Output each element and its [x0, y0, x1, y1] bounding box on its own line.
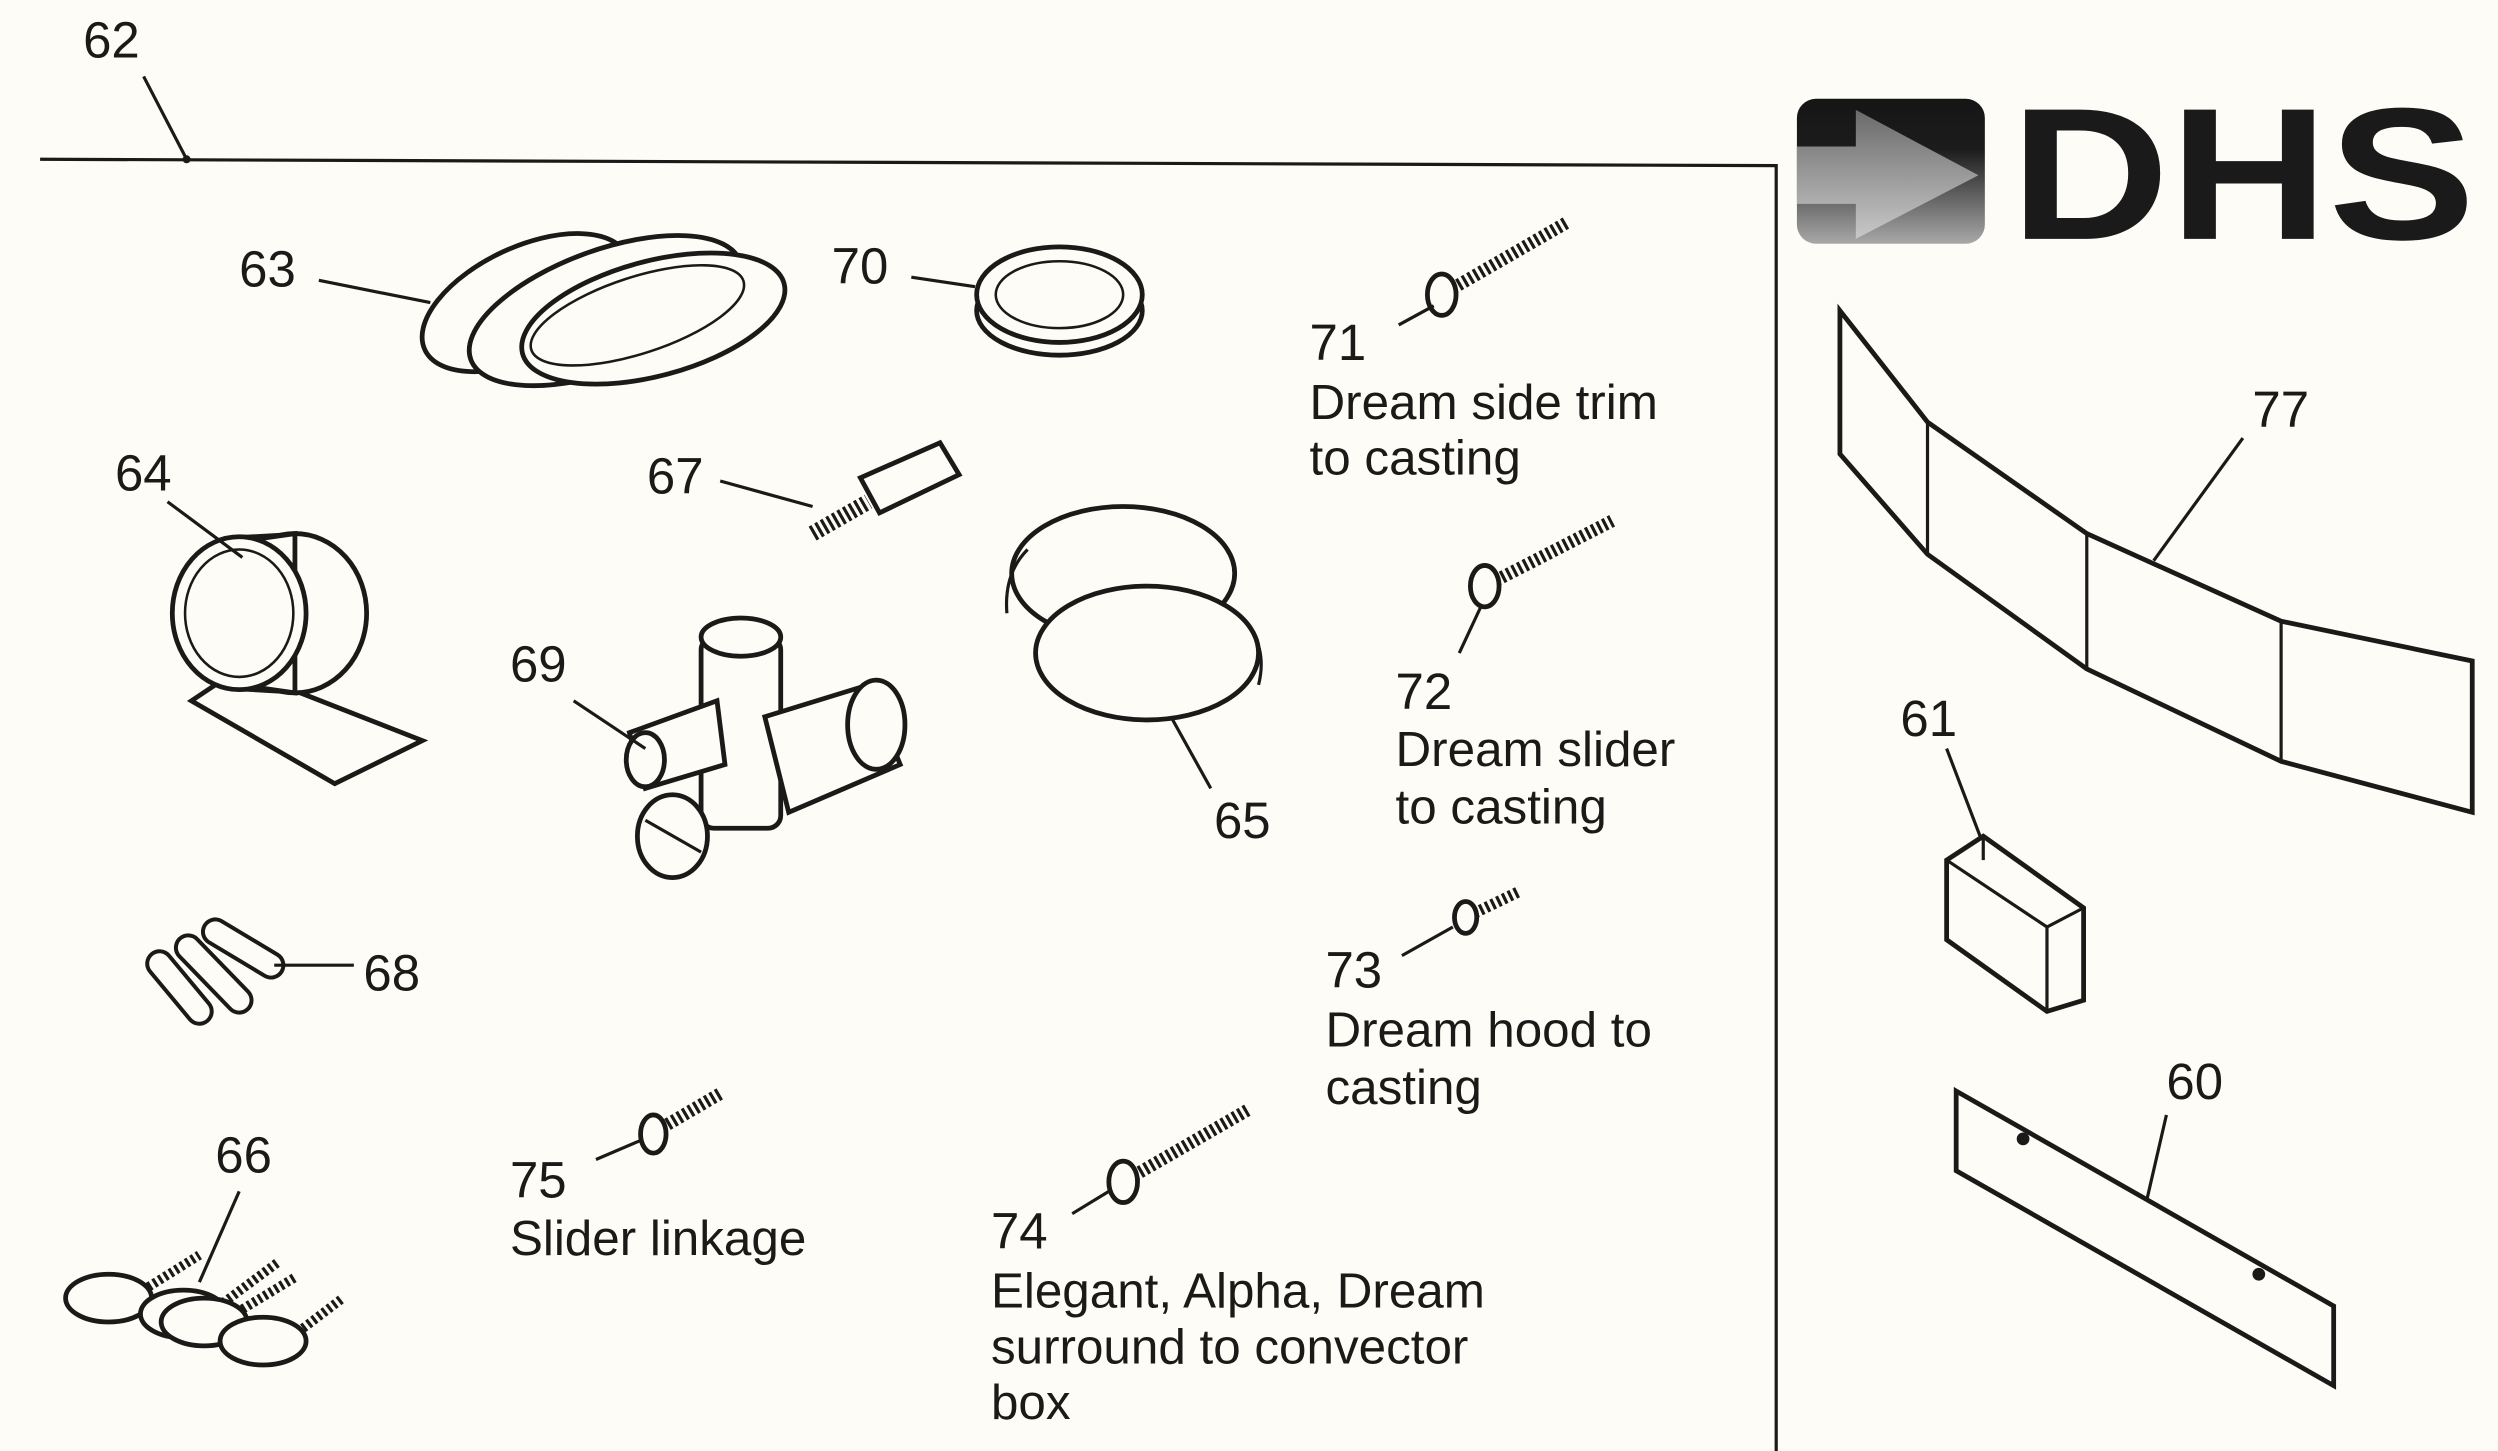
callout-66: 66: [215, 1126, 272, 1183]
callout-60: 60: [2166, 1053, 2223, 1110]
screw-73: [1452, 886, 1521, 936]
description-73-line1: Dream hood to: [1325, 1002, 1652, 1057]
screw-74: [1106, 1104, 1251, 1205]
screw-71: [1424, 217, 1570, 318]
description-72-line1: Dream slider: [1396, 722, 1676, 777]
callout-62: 62: [83, 11, 140, 68]
callout-69: 69: [510, 636, 567, 693]
callout-74: 74: [991, 1203, 1048, 1260]
dhs-logo-text: DHS: [2010, 69, 2475, 279]
description-73-line2: casting: [1325, 1060, 1481, 1115]
callout-61: 61: [1900, 690, 1957, 747]
tape-roll-part: [169, 530, 429, 787]
heat-shield-panel-part: [1837, 303, 2475, 816]
sleeves-part: [145, 917, 286, 1026]
spring-clips-part: [1004, 504, 1263, 723]
valve-part: [623, 615, 908, 880]
description-74-line1: Elegant, Alpha, Dream: [991, 1264, 1485, 1319]
callout-68: 68: [363, 945, 420, 1002]
callout-63: 63: [239, 241, 296, 298]
eye-bolts-part: [63, 1251, 346, 1368]
screw-75: [638, 1087, 726, 1156]
description-71-line1: Dream side trim: [1310, 375, 1658, 430]
rubber-bands-part: [419, 231, 788, 389]
description-71-line2: to casting: [1310, 431, 1521, 486]
callout-65: 65: [1214, 792, 1271, 849]
adapter-fitting-part: [808, 439, 963, 541]
mounting-plate-part: [1953, 1086, 2337, 1390]
callout-75: 75: [510, 1152, 567, 1209]
callout-67: 67: [647, 448, 704, 505]
callout-77: 77: [2252, 381, 2309, 438]
description-74-line2: surround to convector: [991, 1319, 1468, 1374]
description-72-line2: to casting: [1396, 779, 1607, 834]
kit-frame: [40, 75, 1778, 1451]
dhs-logo: DHS: [1796, 69, 2475, 279]
callout-70: 70: [832, 238, 889, 295]
callout-64: 64: [115, 445, 172, 502]
callout-71: 71: [1310, 314, 1367, 371]
cover-cap-part: [1944, 833, 2086, 1015]
screw-72: [1468, 515, 1616, 610]
description-75-line1: Slider linkage: [510, 1211, 806, 1266]
callout-72: 72: [1396, 663, 1453, 720]
description-74-line3: box: [991, 1375, 1071, 1430]
sealing-ring-part: [974, 244, 1145, 358]
callout-73: 73: [1325, 942, 1382, 999]
